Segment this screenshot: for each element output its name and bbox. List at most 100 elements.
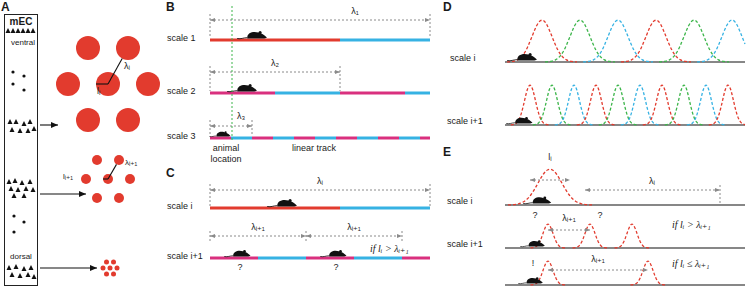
region-note: ventral [5,38,35,48]
track-segment [405,92,430,95]
grid-field [125,174,135,184]
dotted-tick [210,184,211,206]
radius-line [103,178,108,179]
condition-note: if lᵢ > λᵢ₊₁ [370,243,409,255]
grid-field [108,266,113,271]
spacing-label: λᵢ₊₁ [251,222,265,233]
track-segment [210,39,340,42]
distance-arrow [548,230,590,231]
neuron-triangle [10,127,15,132]
track-segment [306,257,354,260]
rat-ear [289,199,292,202]
panel-letter: D [443,0,452,14]
rat-body [529,241,545,246]
neuron-triangle [14,119,19,124]
track-segment [210,207,340,210]
track-line [505,284,745,285]
track-segment [340,207,430,210]
firing-field [659,20,729,62]
spacing-label: λᵢ [317,176,323,187]
grid-field [92,155,102,165]
firing-field [687,85,726,125]
firing-field [533,85,572,125]
rat-ear [525,117,528,120]
spacing-label: λᵢ [649,176,655,187]
grid-field [114,193,124,203]
field-size-label: lᵢ [97,86,100,97]
scale-label: scale i+1 [167,251,203,262]
marker-label: animal location [200,143,252,165]
track-line [505,204,745,205]
scale-label: scale 2 [167,86,196,97]
radius-line [96,83,108,84]
rat-ear [259,31,262,34]
grid-field [76,108,100,132]
track-segment [258,257,306,260]
animal-location-marker [232,6,233,140]
grid-field [111,272,116,277]
rat-ear [543,196,546,199]
track-segment [210,137,231,140]
neuron-triangle [9,186,14,191]
neuron-dot [22,74,25,77]
scale-label: scale i+1 [447,239,483,250]
scale-label: scale i [447,196,473,207]
neuron-triangle [31,187,36,192]
grid-field [92,193,102,203]
rat-tail [506,122,515,124]
distance-arrow [210,126,252,127]
grid-field [103,174,113,184]
dotted-tick [402,231,403,241]
neuron-triangle [22,266,27,271]
track-segment [273,137,294,140]
rat-ear [225,131,227,133]
projection-arrow [40,124,58,125]
rat-figure [506,117,532,124]
condition-note: if lᵢ ≤ λᵢ₊₁ [672,258,710,270]
neuron-triangle [18,128,23,133]
track-segment [340,92,405,95]
track-segment [402,257,430,260]
question-mark: ? [597,210,602,221]
neuron-triangle [21,28,26,33]
projection-arrow [40,193,86,194]
track-segment [336,137,357,140]
distance-arrow [210,236,306,237]
condition-note: if lᵢ > λᵢ₊₁ [672,219,711,231]
rat-figure [523,196,551,203]
neuron-triangle [14,264,19,269]
neuron-triangle [32,126,37,131]
field-size-label: lᵢ₊₁ [63,172,73,182]
neuron-triangle [28,119,33,124]
rat-body [515,118,532,124]
grid-field [81,174,91,184]
neuron-dot [11,70,14,73]
rat-figure [267,199,297,207]
neuron-triangle [31,28,36,33]
spacing-line [108,59,122,85]
track-segment [210,92,275,95]
firing-field [573,224,608,248]
rat-body [247,32,267,39]
panel-letter: A [1,0,10,14]
question-mark: ? [237,262,242,273]
panel-letter: B [166,0,175,14]
track-segment [210,257,258,260]
track-segment [315,137,336,140]
rat-tail [520,245,528,247]
panel-letter: E [443,145,451,159]
rat-ear [538,240,541,243]
neuron-triangle [20,180,25,185]
projection-arrow [40,267,97,268]
firing-field [643,85,682,125]
panel-letter: C [166,166,175,180]
neuron-triangle [7,265,12,270]
grid-field [116,36,140,60]
firing-field [545,20,615,62]
firing-field [697,20,745,62]
region-title: mEC [5,16,37,28]
rat-body [237,85,257,92]
firing-field [615,224,650,248]
neuron-triangle [29,265,34,270]
rat-ear [243,250,246,253]
